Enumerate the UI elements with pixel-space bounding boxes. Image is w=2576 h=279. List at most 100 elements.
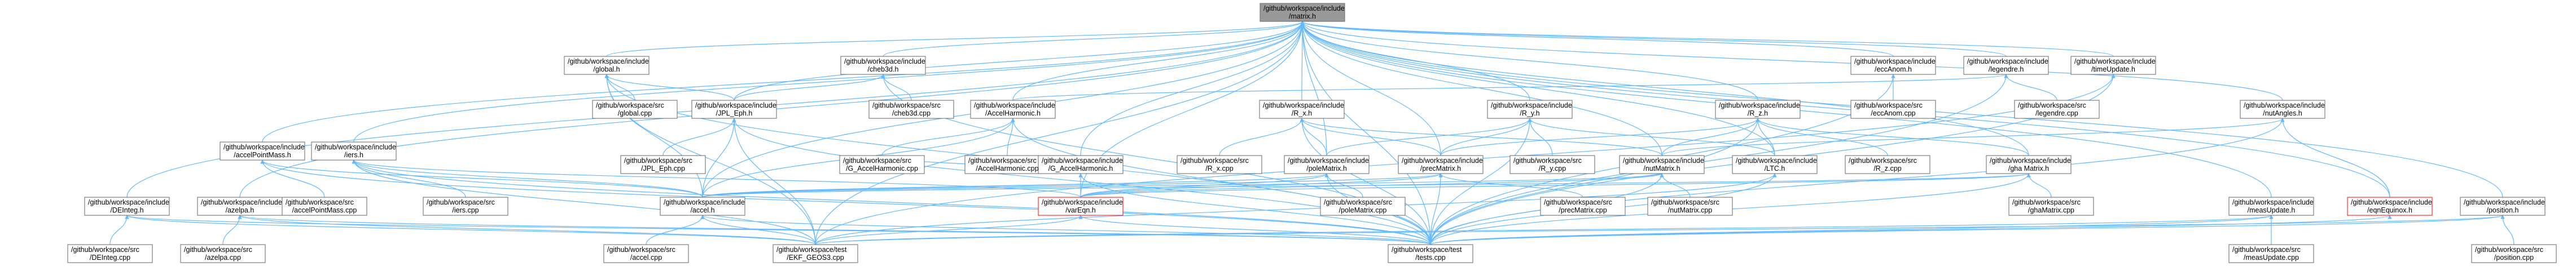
node-file-label: /AccelHarmonic.h	[985, 109, 1041, 117]
node-deinteg-h[interactable]: /github/workspace/include/DEInteg.h	[84, 197, 170, 216]
node-matrix-h[interactable]: /github/workspace/include/matrix.h	[1260, 3, 1345, 22]
node-ekf-cpp[interactable]: /github/workspace/test/EKF_GEOS3.cpp	[773, 244, 858, 263]
edge-tests_cpp-to-vareqn_h	[1078, 215, 1431, 245]
edge-tests_cpp-to-iers_h	[352, 160, 1431, 245]
node-tests-cpp[interactable]: /github/workspace/test/tests.cpp	[1388, 244, 1473, 263]
node-timeUpdate-h[interactable]: /github/workspace/include/timeUpdate.h	[2070, 56, 2156, 75]
edge-nutAngles_h-to-matrix_h	[1300, 21, 2283, 101]
node-box	[84, 197, 170, 216]
node-azelpa-cpp[interactable]: /github/workspace/src/azelpa.cpp	[180, 244, 266, 263]
node-legendre-cpp[interactable]: /github/workspace/src/legendre.cpp	[2014, 100, 2100, 119]
node-file-label: /azelpa.cpp	[205, 254, 241, 262]
node-rz-h[interactable]: /github/workspace/include/R_z.h	[1715, 100, 1801, 119]
node-precMatrix-cpp[interactable]: /github/workspace/src/precMatrix.cpp	[1540, 197, 1626, 216]
edge-precMatrix_h-to-rz_h	[1440, 118, 1760, 156]
node-rx-h[interactable]: /github/workspace/include/R_x.h	[1259, 100, 1345, 119]
node-precMatrix-h[interactable]: /github/workspace/include/precMatrix.h	[1398, 155, 1484, 174]
node-path-label: /github/workspace/include	[695, 101, 776, 109]
node-position-h[interactable]: /github/workspace/include/position.h	[2460, 197, 2546, 216]
node-gha-h[interactable]: /github/workspace/include/gha Matrix.h	[1986, 155, 2072, 174]
node-box	[1177, 155, 1262, 174]
node-eccAnom-h[interactable]: /github/workspace/include/eccAnom.h	[1850, 56, 1936, 75]
nodes: /github/workspace/include/matrix.h/githu…	[67, 3, 2557, 263]
node-box	[1715, 100, 1801, 119]
node-box	[868, 100, 954, 119]
edge-gha_cpp-to-gha_h	[2026, 173, 2052, 198]
node-path-label: /github/workspace/include	[2464, 198, 2545, 206]
node-rx-cpp[interactable]: /github/workspace/src/R_x.cpp	[1177, 155, 1262, 174]
node-rz-cpp[interactable]: /github/workspace/src/R_z.cpp	[1845, 155, 1930, 174]
node-accel-h[interactable]: /github/workspace/include/accel.h	[660, 197, 745, 216]
node-nutAngles-h[interactable]: /github/workspace/include/nutAngles.h	[2240, 100, 2325, 119]
node-box	[1398, 155, 1484, 174]
node-path-label: /github/workspace/include	[2351, 198, 2432, 206]
node-poleMatrix-cpp[interactable]: /github/workspace/src/poleMatrix.cpp	[1320, 197, 1406, 216]
node-iers-cpp[interactable]: /github/workspace/src/iers.cpp	[423, 197, 508, 216]
node-azelpa-h[interactable]: /github/workspace/include/azelpa.h	[197, 197, 283, 216]
edge-tests_cpp-to-accel_h	[700, 215, 1431, 245]
edge-vareqn_h-to-gha_h	[1080, 173, 2031, 198]
node-file-label: /LTC.h	[1765, 165, 1785, 172]
node-jpl-h[interactable]: /github/workspace/include/JPL_Eph.h	[691, 100, 777, 119]
node-global-cpp[interactable]: /github/workspace/src/global.cpp	[592, 100, 678, 119]
node-cheb3d-cpp[interactable]: /github/workspace/src/cheb3d.cpp	[868, 100, 954, 119]
node-box	[2070, 56, 2156, 75]
node-gAccelHarm-cpp[interactable]: /github/workspace/src/G_AccelHarmonic.cp…	[839, 155, 925, 174]
node-nutMatrix-h[interactable]: /github/workspace/include/nutMatrix.h	[1619, 155, 1705, 174]
node-deinteg-cpp[interactable]: /github/workspace/src/DEInteg.cpp	[67, 244, 153, 263]
node-position-cpp[interactable]: /github/workspace/src/position.cpp	[2471, 244, 2557, 263]
node-file-label: /azelpa.h	[226, 206, 254, 214]
node-eccAnom-cpp[interactable]: /github/workspace/src/eccAnom.cpp	[1850, 100, 1936, 119]
node-cheb3d-h[interactable]: /github/workspace/include/cheb3d.h	[840, 56, 926, 75]
edge-precMatrix_cpp-to-precMatrix_h	[1438, 173, 1583, 198]
edge-iers_h-to-matrix_h	[353, 21, 1305, 143]
node-measUpdate-cpp[interactable]: /github/workspace/src/measUpdate.cpp	[2228, 244, 2314, 263]
node-file-label: /nutMatrix.h	[1643, 165, 1680, 172]
node-global-h[interactable]: /github/workspace/include/global.h	[564, 56, 650, 75]
node-ry-h[interactable]: /github/workspace/include/R_y.h	[1487, 100, 1573, 119]
edge-vareqn_h-to-precMatrix_h	[1080, 173, 1443, 198]
node-file-label: /DEInteg.cpp	[90, 254, 130, 262]
node-box	[620, 155, 706, 174]
node-file-label: /accelPointMass.cpp	[292, 206, 357, 214]
edge-nutMatrix_h-to-rx_h	[1300, 118, 1662, 156]
node-box	[2471, 244, 2557, 263]
node-jpl-cpp[interactable]: /github/workspace/src/JPL_Eph.cpp	[620, 155, 706, 174]
node-ltc-h[interactable]: /github/workspace/include/LTC.h	[1732, 155, 1818, 174]
node-box	[839, 155, 925, 174]
node-box	[1038, 197, 1124, 216]
edge-rz_cpp-to-rz_h	[1756, 118, 1888, 156]
node-box	[1845, 155, 1930, 174]
node-accel-cpp[interactable]: /github/workspace/src/accel.cpp	[603, 244, 689, 263]
node-gha-cpp[interactable]: /github/workspace/src/ghaMatrix.cpp	[2008, 197, 2094, 216]
node-path-label: /github/workspace/src	[607, 246, 675, 254]
node-path-label: /github/workspace/src	[1651, 198, 1719, 206]
node-iers-h[interactable]: /github/workspace/include/iers.h	[311, 141, 397, 161]
node-path-label: /github/workspace/test	[776, 246, 847, 254]
node-box	[311, 141, 397, 161]
node-gAccelHarm-h[interactable]: /github/workspace/include/G_AccelHarmoni…	[1038, 155, 1124, 174]
edge-tests_cpp-to-matrix_h	[1300, 21, 1431, 245]
node-nutMatrix-cpp[interactable]: /github/workspace/src/nutMatrix.cpp	[1647, 197, 1733, 216]
edge-legendre_cpp-to-legendre_h	[2004, 74, 2057, 101]
node-box	[197, 197, 283, 216]
node-legendre-h[interactable]: /github/workspace/include/legendre.h	[1963, 56, 2049, 75]
node-measUpdate-h[interactable]: /github/workspace/include/measUpdate.h	[2228, 197, 2314, 216]
node-eqnEquinox-h[interactable]: /github/workspace/include/eqnEquinox.h	[2347, 197, 2433, 216]
node-box	[1986, 155, 2072, 174]
node-ry-cpp[interactable]: /github/workspace/src/R_y.cpp	[1509, 155, 1595, 174]
node-file-label: /R_y.cpp	[1539, 165, 1566, 172]
node-accelPM-h[interactable]: /github/workspace/include/accelPointMass…	[220, 141, 305, 161]
node-file-label: /measUpdate.cpp	[2244, 254, 2299, 262]
node-file-label: /matrix.h	[1289, 12, 1316, 20]
node-poleMatrix-h[interactable]: /github/workspace/include/poleMatrix.h	[1284, 155, 1370, 174]
node-accelHarm-h[interactable]: /github/workspace/include/AccelHarmonic.…	[970, 100, 1056, 119]
node-box	[1732, 155, 1818, 174]
node-box	[423, 197, 508, 216]
edge-accel_h-to-nutMatrix_h	[702, 173, 1664, 198]
node-accelPM-cpp[interactable]: /github/workspace/src/accelPointMass.cpp	[282, 197, 367, 216]
node-vareqn-h[interactable]: /github/workspace/include/varEqn.h	[1038, 197, 1124, 216]
edge-accelPM_h-to-matrix_h	[262, 21, 1305, 143]
node-accelHarm-cpp[interactable]: /github/workspace/src/AccelHarmonic.cpp	[964, 155, 1050, 174]
